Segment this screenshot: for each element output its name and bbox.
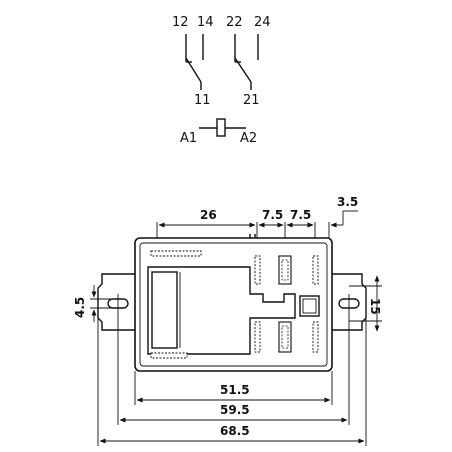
- left-flange: [97, 273, 135, 331]
- pin-a2: [150, 352, 188, 359]
- dim-26-label: 26: [200, 208, 217, 222]
- dim-7-5-b-label: 7.5: [290, 208, 311, 222]
- terminal-11-label: 11: [194, 93, 211, 108]
- terminal-22-label: 22: [226, 15, 243, 30]
- dim-68-5-label: 68.5: [220, 424, 250, 438]
- dim-4-5-label: 4.5: [73, 297, 87, 318]
- dim-51-5-label: 51.5: [220, 383, 250, 397]
- coil-a1-label: A1: [180, 131, 197, 146]
- pin-12: [254, 255, 261, 285]
- pin-22: [254, 321, 261, 353]
- coil-housing: [147, 266, 296, 355]
- terminal-12-label: 12: [172, 15, 189, 30]
- left-dimension: [90, 285, 118, 322]
- dim-7-5-a-label: 7.5: [262, 208, 283, 222]
- dim-59-5-label: 59.5: [220, 403, 250, 417]
- right-dimension: [349, 275, 382, 332]
- dim-3-5-label: 3.5: [337, 195, 358, 209]
- center-square: [299, 295, 320, 317]
- bottom-dimension-lines: [97, 313, 367, 446]
- pin-24: [312, 321, 319, 353]
- terminal-24-label: 24: [254, 15, 271, 30]
- coil-window: [151, 271, 178, 349]
- relay-footprint: [97, 234, 367, 372]
- contact-symbol-2: 22 24 21: [226, 15, 271, 108]
- pin-14: [312, 255, 319, 285]
- terminal-21-label: 21: [243, 93, 260, 108]
- contact-symbol-1: 12 14 11: [172, 15, 214, 108]
- relay-body: [134, 237, 333, 372]
- terminal-14-label: 14: [197, 15, 214, 30]
- coil-a2-label: A2: [240, 131, 257, 146]
- pin-a1: [150, 250, 202, 257]
- coil-symbol: A1 A2: [180, 118, 257, 146]
- dim-15-label: 15: [368, 298, 382, 315]
